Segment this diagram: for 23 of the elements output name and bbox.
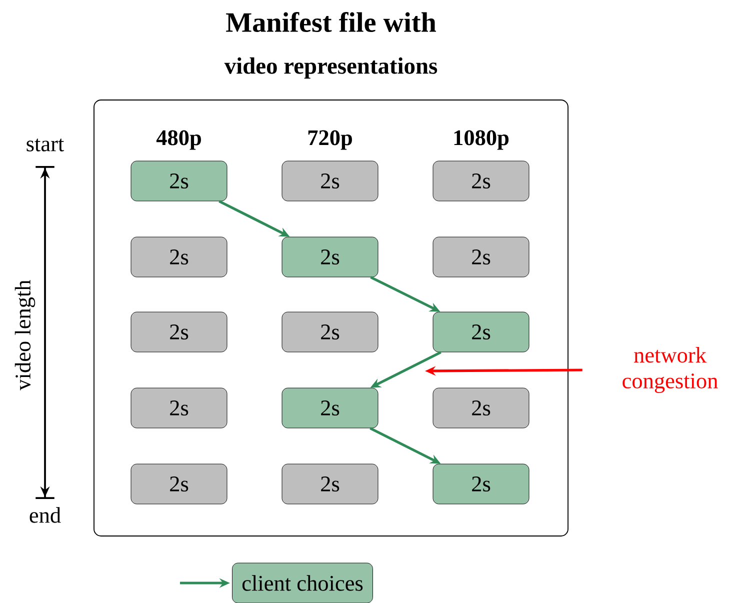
axis-label: end: [30, 507, 61, 523]
subtitle: video representations: [224, 57, 438, 79]
manifest-box: [94, 100, 568, 536]
annotation-text: network congestion: [622, 347, 718, 393]
chosen-segment-box: 2s: [432, 464, 530, 504]
segment-box: 2s: [282, 160, 378, 202]
segment-box: 2s: [432, 388, 530, 428]
segment-box: 2s: [130, 236, 228, 278]
segment-box: 2s: [432, 160, 530, 202]
axis-label: video length: [14, 280, 36, 390]
segment-box: 2s: [130, 312, 228, 352]
segment-box: 2s: [282, 464, 378, 504]
chosen-segment-box: 2s: [130, 160, 228, 202]
segment-box: 2s: [130, 388, 228, 428]
axis-label: start: [26, 138, 64, 152]
chosen-segment-box: 2s: [282, 236, 378, 278]
title: Manifest file with: [226, 12, 436, 32]
segment-box: 2s: [130, 464, 228, 504]
segment-box: 2s: [282, 312, 378, 352]
segment-box: 2s: [432, 236, 530, 278]
legend-box: client choices: [232, 562, 373, 603]
chosen-segment-box: 2s: [432, 312, 530, 352]
chosen-segment-box: 2s: [282, 388, 378, 428]
